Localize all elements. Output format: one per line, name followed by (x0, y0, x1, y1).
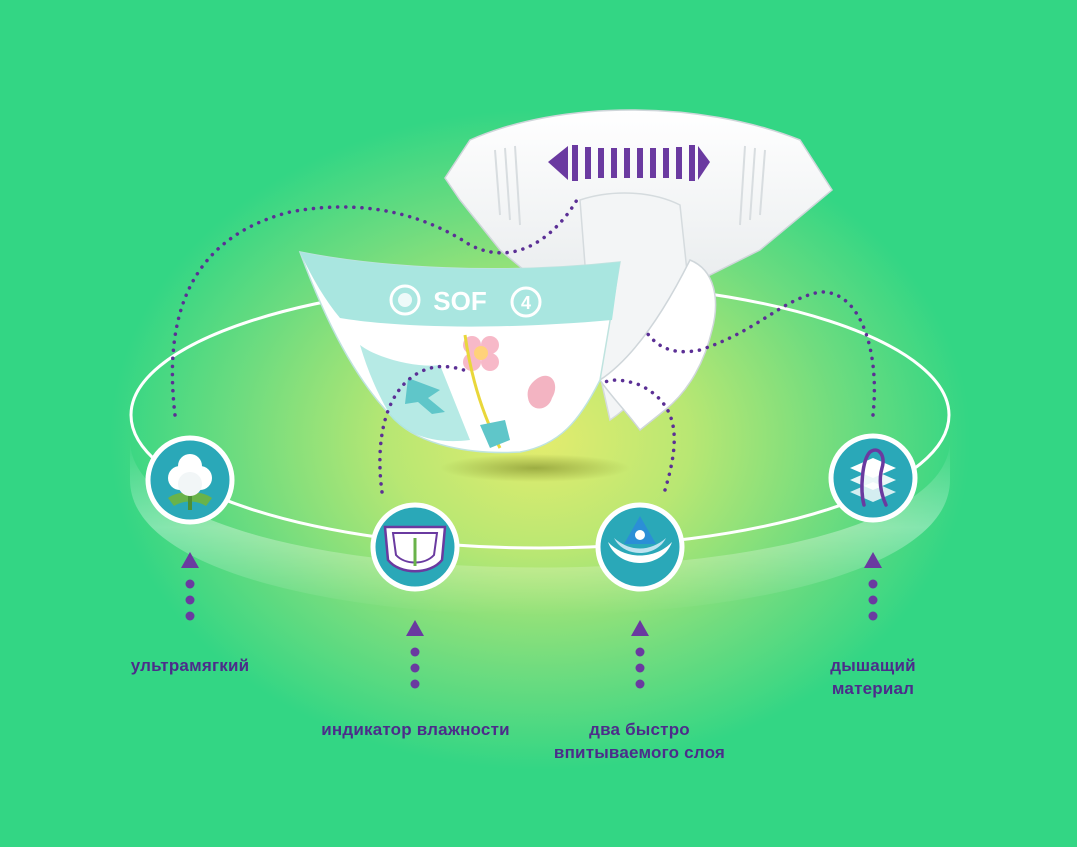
diaper-leg-cuff (598, 259, 717, 432)
feature-icon-wetness (370, 502, 460, 592)
connector-layers (603, 378, 676, 492)
connector-breathable (643, 290, 877, 417)
diaper-bottom-shape (480, 420, 510, 448)
arrow-wetness (406, 620, 424, 689)
breathable-layers-icon (850, 448, 896, 507)
feature-icon-soft (145, 435, 235, 525)
feature-icon-layers (595, 502, 685, 592)
diaper-indicator-icon (383, 525, 447, 573)
arrow-breathable (864, 552, 882, 621)
feature-icon-breathable (828, 433, 918, 523)
feature-label-breathable: дышащий материал (830, 656, 916, 698)
diaper-side-tab-ridges (494, 145, 766, 226)
feature-arrows (181, 552, 882, 689)
diaper-logo-row: SOF 4 (389, 284, 542, 318)
arrow-layers (631, 620, 649, 689)
elastic-arrow-band (548, 145, 710, 181)
arrow-soft (181, 552, 199, 621)
brand-logo-text: SOF (433, 286, 486, 316)
connector-soft (170, 196, 580, 417)
size-dot-badge (389, 284, 421, 316)
cotton-icon (168, 454, 212, 510)
feature-label-wetness: индикатор влажности (321, 720, 510, 739)
diaper-bird-decoration (527, 375, 556, 409)
diaper-illustration: SOF 4 (298, 109, 833, 454)
connector-lines (170, 196, 877, 494)
diaper-shadow (440, 454, 630, 482)
size-number-badge (510, 286, 542, 318)
size-number-text: 4 (521, 293, 531, 313)
feature-label-layers: два быстро впитываемого слоя (553, 720, 726, 762)
absorbent-layers-icon (608, 516, 672, 563)
diaper-flower-decoration (463, 336, 499, 371)
glow-band (130, 440, 950, 615)
connector-wetness (378, 364, 472, 494)
diaper-plane-decoration (405, 378, 445, 414)
feature-label-soft: ультрамягкий (130, 656, 250, 675)
